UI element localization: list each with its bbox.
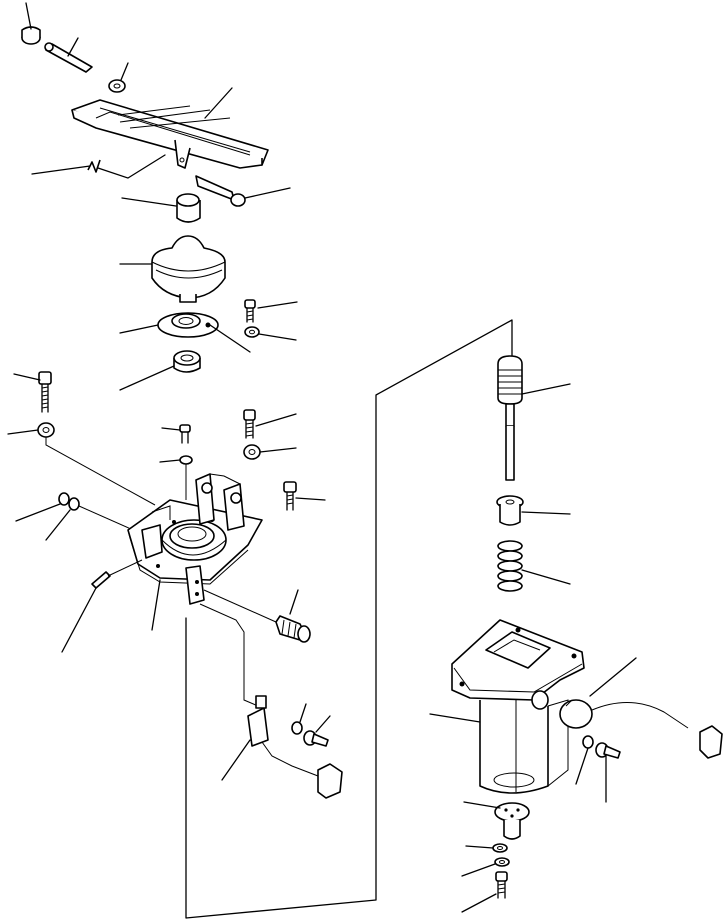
bottom-cap: [463, 801, 530, 840]
spring-clip: [31, 154, 166, 179]
base-nut-2: [243, 444, 297, 460]
bottom-washer-1: [465, 843, 508, 853]
sensor-switch: [203, 589, 311, 643]
bearing-plate: [119, 312, 251, 353]
housing-washer: [575, 735, 594, 785]
long-bolt: [13, 371, 52, 413]
rubber-boot: [119, 235, 226, 303]
cap-nut: [21, 2, 41, 45]
harness-washer: [291, 703, 307, 735]
small-screw: [244, 299, 298, 323]
housing-screw: [595, 742, 621, 803]
guide-bushing: [496, 495, 571, 526]
rubber-bushing: [121, 193, 201, 223]
mounting-base-plate: [127, 473, 263, 631]
hex-nut: [7, 422, 156, 506]
roll-pin: [61, 559, 143, 653]
lever-rod: [497, 355, 571, 481]
bushing-sleeve: [119, 350, 201, 391]
pedal-bolt: [195, 175, 291, 207]
harness-screw: [303, 715, 331, 747]
base-bolt-2: [243, 409, 297, 439]
base-washer-1: [159, 455, 193, 500]
small-washer: [244, 326, 297, 341]
wire-harness: [199, 603, 343, 799]
pedal-plate: [71, 87, 269, 169]
snap-ring-pair: [15, 492, 141, 541]
coil-spring: [497, 540, 571, 592]
pin: [44, 37, 93, 73]
base-bolt-3: [283, 481, 326, 511]
potentiometer: [559, 657, 723, 759]
bottom-screw: [461, 871, 508, 913]
lever-housing: [429, 619, 585, 794]
washer: [108, 62, 129, 93]
base-screw-1: [161, 424, 191, 444]
assembly-bracket-line: [185, 319, 513, 919]
bottom-washer-2: [461, 857, 510, 877]
